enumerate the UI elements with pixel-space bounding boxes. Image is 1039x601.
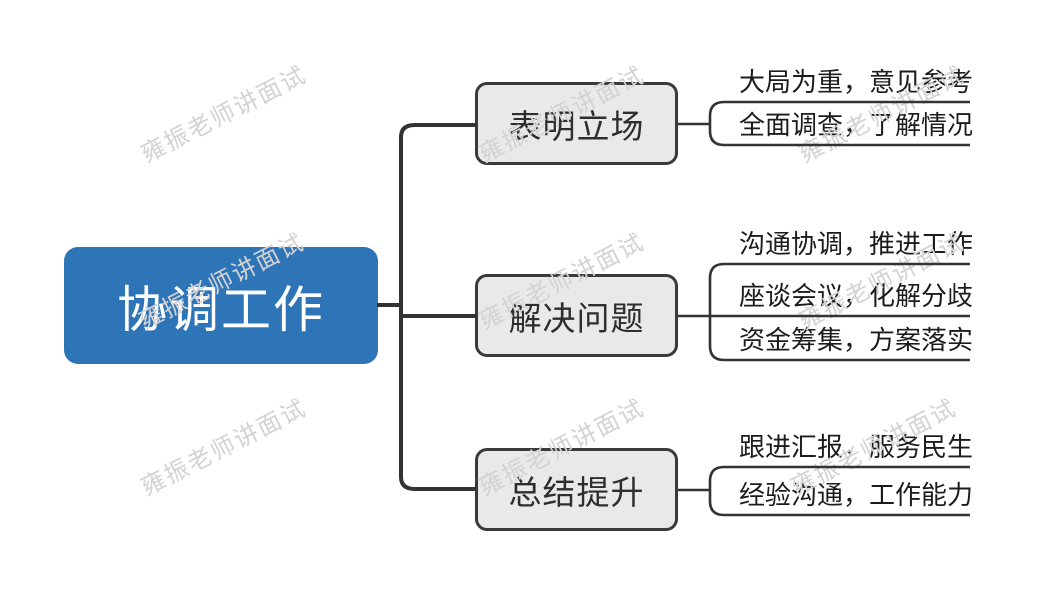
branch-topic-state-position[interactable]: 表明立场 [475,82,678,165]
leaf-topic[interactable]: 资金筹集，方案落实 [739,325,974,355]
leaf-topic[interactable]: 跟进汇报，服务民生 [739,432,974,462]
leaf-topic[interactable]: 座谈会议，化解分歧 [739,281,974,311]
watermark-text: 雍振老师讲面试 [136,394,312,502]
watermark-text: 雍振老师讲面试 [136,61,312,169]
leaf-topic[interactable]: 沟通协调，推进工作 [739,229,974,259]
leaf-topic[interactable]: 经验沟通，工作能力 [739,480,974,510]
root-topic[interactable]: 协调工作 [64,247,378,364]
branch-topic-summarize-improve[interactable]: 总结提升 [475,448,678,531]
trunk-to-branch1-line [399,123,476,317]
trunk-to-branch3-line [399,303,476,491]
branch-topic-solve-problems[interactable]: 解决问题 [475,274,678,357]
leaf-topic[interactable]: 全面调查，了解情况 [739,110,974,140]
branch-topic-label: 表明立场 [508,107,645,145]
branch-topic-label: 解决问题 [508,299,645,337]
root-topic-label: 协调工作 [117,281,325,338]
branch-topic-label: 总结提升 [508,473,645,511]
leaf-topic[interactable]: 大局为重，意见参考 [739,67,974,97]
